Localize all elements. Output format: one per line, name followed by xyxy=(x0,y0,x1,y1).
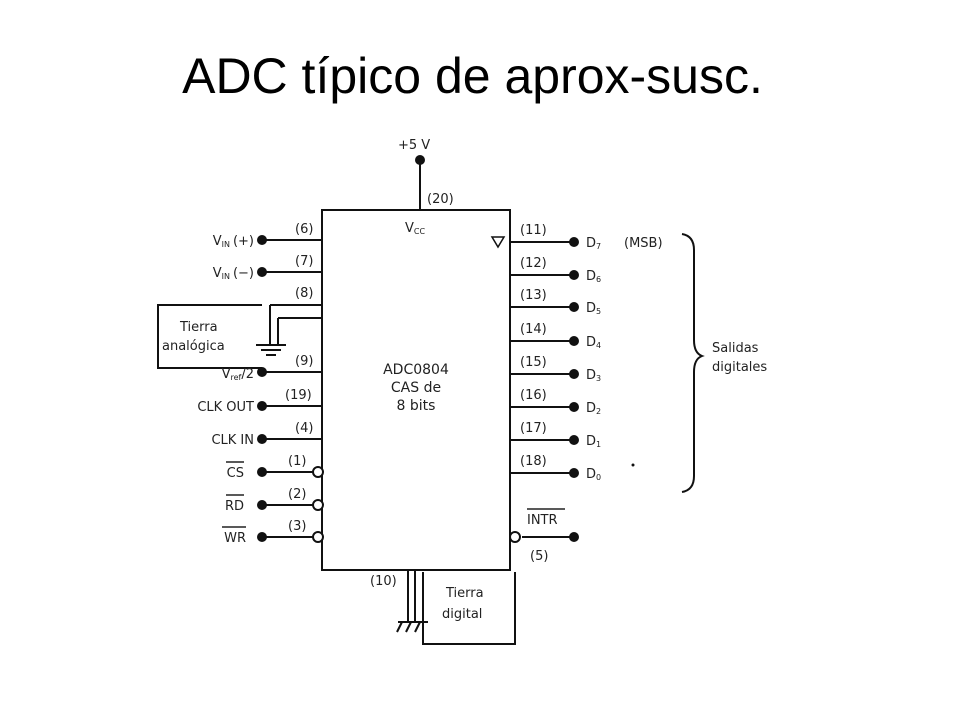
vin-minus-pin-number: (7) xyxy=(295,254,313,269)
cs-pin-number: (1) xyxy=(288,454,306,469)
clk-out-pin-number: (19) xyxy=(285,388,312,403)
d4-terminal xyxy=(569,336,579,346)
vin-plus-pin-number: (6) xyxy=(295,222,313,237)
vin-minus-terminal xyxy=(257,267,267,277)
dgnd-box xyxy=(422,572,516,645)
dgnd-label-1: Tierra xyxy=(445,586,484,601)
d1-pin-number: (17) xyxy=(520,421,547,436)
vcc-pin-number: (20) xyxy=(427,192,454,207)
d2-pin-number: (16) xyxy=(520,388,547,403)
d2-terminal xyxy=(569,402,579,412)
wr-pin-number: (3) xyxy=(288,519,306,534)
slide-title: ADC típico de aprox-susc. xyxy=(182,48,763,104)
chip-desc-1: CAS de xyxy=(391,380,441,396)
outputs-brace-label-2: digitales xyxy=(712,360,767,375)
d6-terminal xyxy=(569,270,579,280)
clk-out-terminal xyxy=(257,401,267,411)
outputs-brace xyxy=(681,233,705,493)
clk-in-pin-number: (4) xyxy=(295,421,313,436)
agnd-pin-number: (8) xyxy=(295,286,313,301)
d0-terminal xyxy=(569,468,579,478)
chip-desc-2: 8 bits xyxy=(397,398,436,414)
cs-terminal xyxy=(257,467,267,477)
d0-label: D0 xyxy=(586,467,601,482)
vcc-pin-label: VCC xyxy=(405,221,425,236)
d5-terminal xyxy=(569,302,579,312)
d0-pin-number: (18) xyxy=(520,454,547,469)
dgnd-pin-number: (10) xyxy=(370,574,397,589)
agnd-box xyxy=(157,304,262,369)
outputs-brace-label-1: Salidas xyxy=(712,341,759,356)
d5-pin-number: (13) xyxy=(520,288,547,303)
wr-terminal xyxy=(257,532,267,542)
rd-pin-number: (2) xyxy=(288,487,306,502)
d1-label: D1 xyxy=(586,434,601,449)
d3-terminal xyxy=(569,369,579,379)
dgnd-label-2: digital xyxy=(442,607,482,622)
supply-label: +5 V xyxy=(398,138,430,153)
d3-label: D3 xyxy=(586,368,601,383)
rd-inversion-bubble xyxy=(312,499,324,511)
chip-name: ADC0804 xyxy=(383,362,449,378)
vcc-terminal xyxy=(415,155,425,165)
agnd-label-2: analógica xyxy=(162,339,225,354)
dgnd-symbol-h3 xyxy=(414,621,421,633)
msb-label: (MSB) xyxy=(624,236,663,251)
tristate-triangle xyxy=(490,236,506,249)
vin-minus-label: VIN(−) xyxy=(213,266,254,281)
clk-in-terminal xyxy=(257,434,267,444)
stray-dot xyxy=(631,463,635,467)
clk-in-label: CLK IN xyxy=(211,433,254,448)
wr-label: WR xyxy=(224,531,246,546)
vref-pin-number: (9) xyxy=(295,354,313,369)
vref-label: Vref/2 xyxy=(222,367,254,382)
d7-pin-number: (11) xyxy=(520,223,547,238)
vref-terminal xyxy=(257,367,267,377)
cs-inversion-bubble xyxy=(312,466,324,478)
intr-pin-number: (5) xyxy=(530,549,548,564)
d4-label: D4 xyxy=(586,335,601,350)
clk-out-label: CLK OUT xyxy=(197,400,254,415)
vin-plus-label: VIN(+) xyxy=(213,234,254,249)
d6-pin-number: (12) xyxy=(520,256,547,271)
cs-label: CS xyxy=(227,466,244,481)
d6-label: D6 xyxy=(586,269,601,284)
d4-pin-number: (14) xyxy=(520,322,547,337)
dgnd-symbol-h2 xyxy=(405,621,412,633)
wr-inversion-bubble xyxy=(312,531,324,543)
intr-terminal xyxy=(569,532,579,542)
d5-label: D5 xyxy=(586,301,601,316)
agnd-label-1: Tierra xyxy=(179,320,218,335)
d3-pin-number: (15) xyxy=(520,355,547,370)
chip-body xyxy=(321,209,511,571)
intr-label: INTR xyxy=(527,513,558,528)
d2-label: D2 xyxy=(586,401,601,416)
vin-plus-terminal xyxy=(257,235,267,245)
dgnd-symbol-h1 xyxy=(396,621,403,633)
d1-terminal xyxy=(569,435,579,445)
intr-inversion-bubble xyxy=(509,531,521,543)
rd-label: RD xyxy=(225,499,244,514)
rd-terminal xyxy=(257,500,267,510)
d7-label: D7 xyxy=(586,236,601,251)
d7-terminal xyxy=(569,237,579,247)
